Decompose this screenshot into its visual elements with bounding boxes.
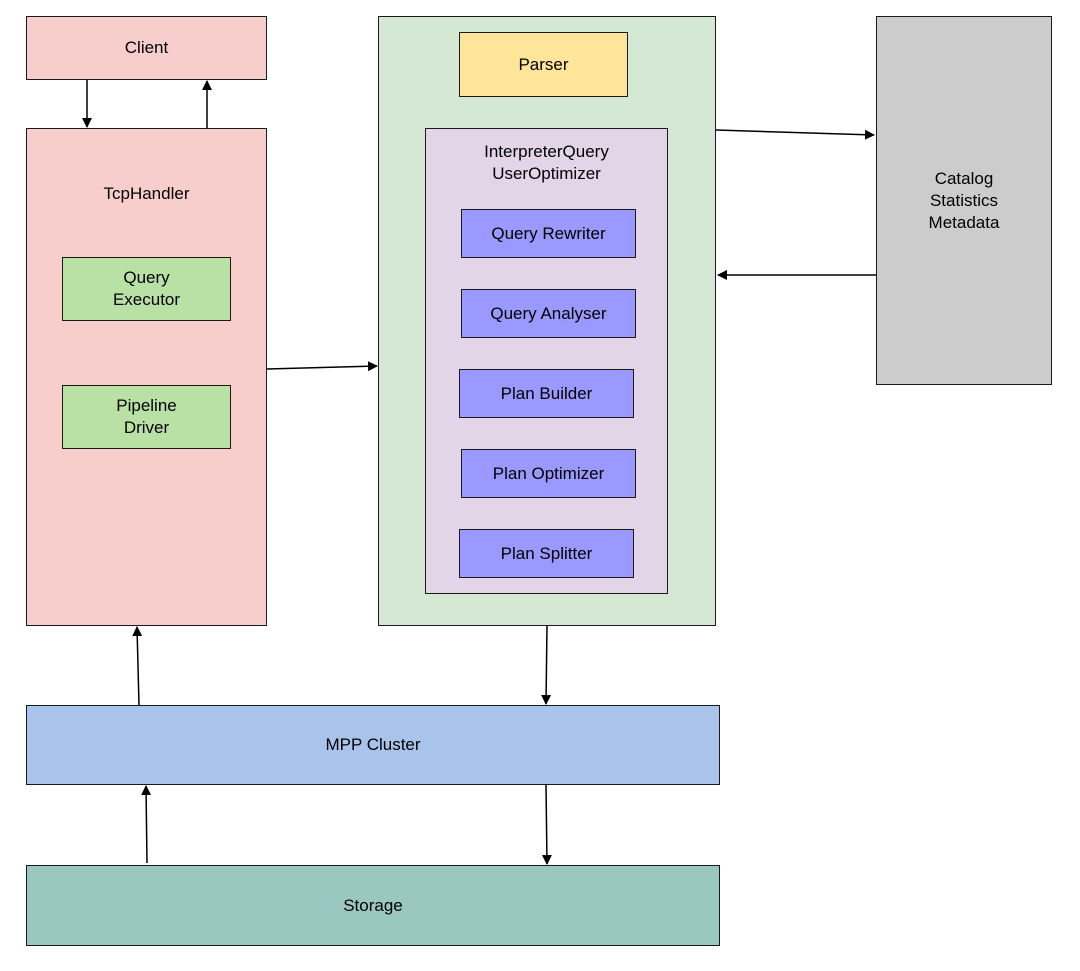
arrow-storage-to-mpp: [141, 785, 152, 864]
arrow-tcphandler-to-frontend: [266, 361, 378, 372]
query-analyser-label: Query Analyser: [490, 303, 607, 323]
plan-optimizer-label: Plan Optimizer: [492, 463, 605, 483]
query-analyser-box: Query Analyser: [461, 289, 636, 338]
arrow-mpp-to-tcphandler: [132, 626, 143, 706]
parser-box: Parser: [459, 32, 628, 97]
mpp-cluster-label: MPP Cluster: [325, 735, 421, 754]
plan-splitter-label: Plan Splitter: [500, 543, 593, 563]
pipeline-driver-label: Pipeline Driver: [116, 396, 177, 437]
parser-label: Parser: [518, 54, 569, 74]
storage-label: Storage: [343, 895, 403, 915]
query-rewriter-box: Query Rewriter: [461, 209, 636, 258]
plan-builder-label: Plan Builder: [500, 383, 593, 403]
client-box: Client: [26, 16, 267, 80]
catalog-box: Catalog Statistics Metadata: [876, 16, 1052, 385]
arrow-mpp-to-storage: [541, 784, 552, 865]
catalog-label: Catalog Statistics Metadata: [928, 168, 1000, 232]
tcp-handler-label: TcpHandler: [103, 184, 190, 203]
pipeline-driver-box: Pipeline Driver: [62, 385, 231, 449]
query-rewriter-label: Query Rewriter: [491, 223, 606, 243]
tcp-handler-box: TcpHandler: [26, 128, 267, 626]
plan-optimizer-box: Plan Optimizer: [461, 449, 636, 498]
query-executor-label: Query Executor: [112, 268, 181, 309]
interpreter-label: InterpreterQuery UserOptimizer: [484, 142, 609, 183]
mpp-cluster-box: MPP Cluster: [26, 705, 720, 785]
arrow-frontend-to-catalog: [715, 129, 875, 140]
client-label: Client: [124, 38, 169, 57]
arrow-frontend-to-mpp: [541, 625, 552, 705]
plan-splitter-box: Plan Splitter: [459, 529, 634, 578]
plan-builder-box: Plan Builder: [459, 369, 634, 418]
storage-box: Storage: [26, 865, 720, 946]
query-executor-box: Query Executor: [62, 257, 231, 321]
interpreter-box: InterpreterQuery UserOptimizer: [425, 128, 668, 594]
